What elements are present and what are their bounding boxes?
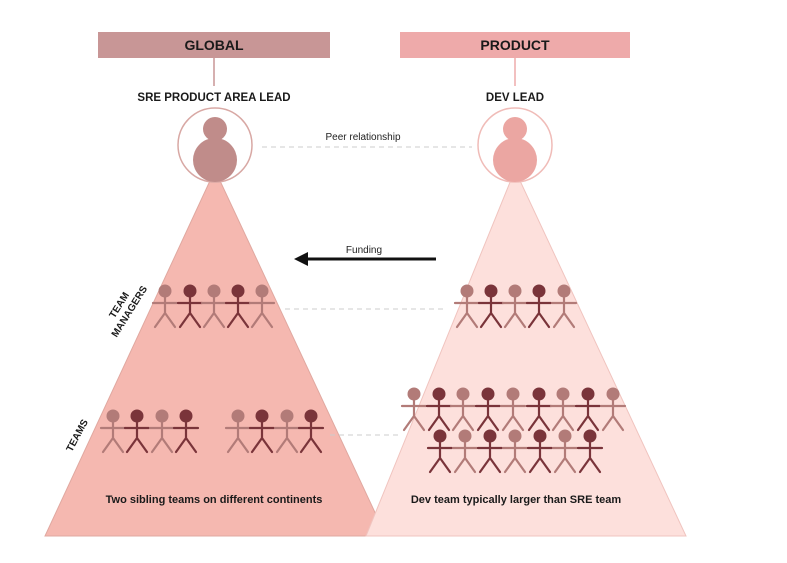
person-figure: [273, 409, 301, 454]
person-figure: [425, 387, 453, 432]
right-team-figures: [400, 387, 627, 474]
person-figure: [172, 409, 200, 454]
person-figure: [400, 387, 428, 432]
person-figure: [525, 284, 553, 329]
person-figure: [297, 409, 325, 454]
person-figure: [477, 284, 505, 329]
person-figure: [551, 429, 579, 474]
person-figure: [550, 284, 578, 329]
sre-lead-avatar: [177, 107, 253, 183]
person-figure: [151, 284, 179, 329]
person-figure: [526, 429, 554, 474]
person-figure: [576, 429, 604, 474]
person-figure: [501, 429, 529, 474]
person-figure: [248, 284, 276, 329]
person-figure: [476, 429, 504, 474]
product-header-box: [400, 32, 630, 58]
funding-arrow: [294, 252, 436, 266]
person-figure: [525, 387, 553, 432]
person-figure: [574, 387, 602, 432]
person-figure: [224, 284, 252, 329]
person-figure: [123, 409, 151, 454]
product-header-label: PRODUCT: [480, 37, 550, 53]
person-figure: [501, 284, 529, 329]
left-caption: Two sibling teams on different continent…: [106, 494, 323, 506]
global-header-label: GLOBAL: [184, 37, 244, 53]
person-figure: [474, 387, 502, 432]
person-figure: [224, 409, 252, 454]
person-figure: [99, 409, 127, 454]
right-pyramid: [365, 168, 687, 537]
right-manager-figures: [453, 284, 578, 329]
person-figure: [248, 409, 276, 454]
person-figure: [451, 429, 479, 474]
global-header-box: [98, 32, 330, 58]
funding-label: Funding: [346, 245, 382, 256]
dev-lead-avatar: [477, 107, 553, 183]
left-team-figures: [99, 409, 325, 454]
person-figure: [599, 387, 627, 432]
person-figure: [499, 387, 527, 432]
person-figure: [200, 284, 228, 329]
dev-lead-role-label: DEV LEAD: [486, 92, 544, 104]
person-figure: [549, 387, 577, 432]
right-caption: Dev team typically larger than SRE team: [411, 494, 622, 506]
person-figure: [148, 409, 176, 454]
person-figure: [426, 429, 454, 474]
person-figure: [176, 284, 204, 329]
peer-relationship-label: Peer relationship: [325, 132, 400, 143]
left-pyramid: [44, 168, 387, 537]
person-figure: [449, 387, 477, 432]
sre-lead-role-label: SRE PRODUCT AREA LEAD: [137, 92, 290, 104]
person-figure: [453, 284, 481, 329]
left-manager-figures: [151, 284, 276, 329]
